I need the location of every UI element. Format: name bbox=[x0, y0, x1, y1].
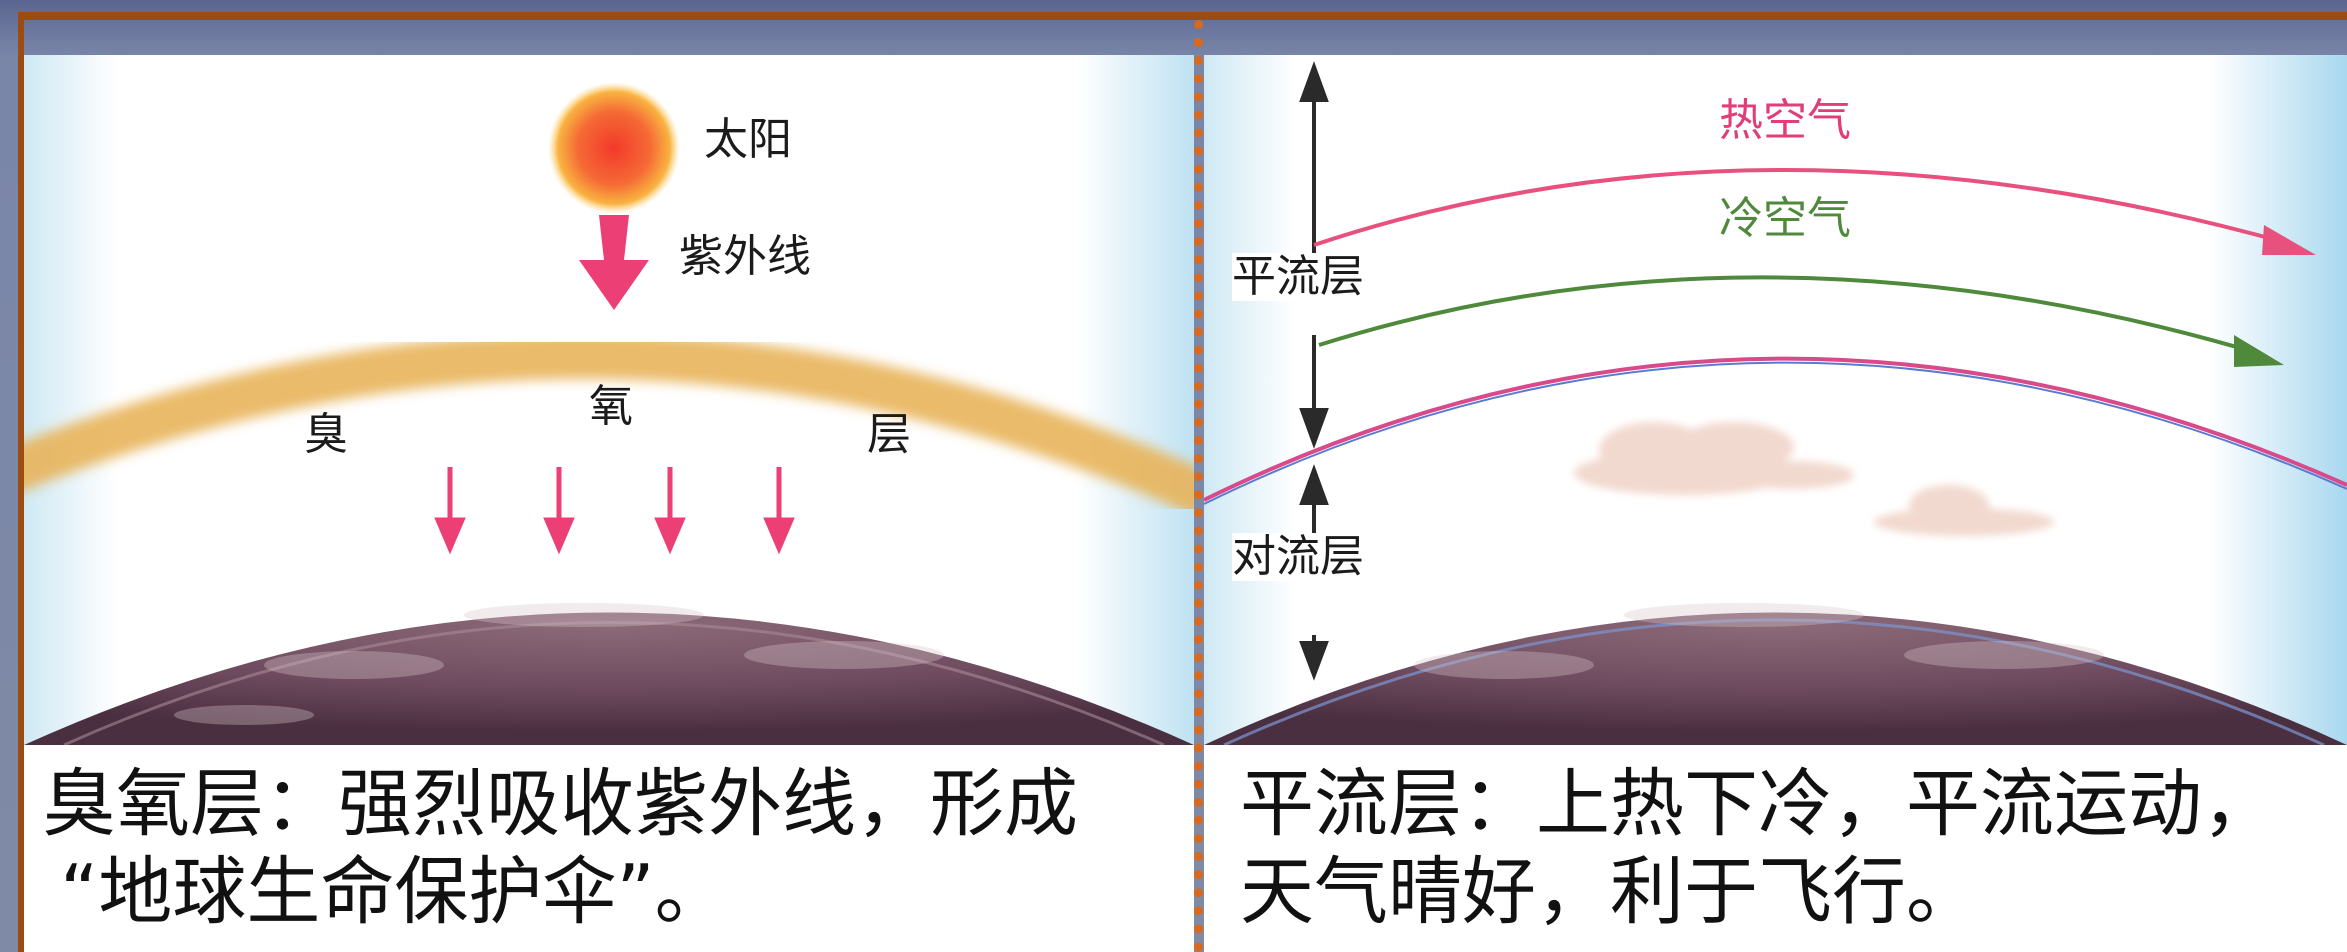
earth-surface bbox=[1204, 612, 2347, 745]
small-cloud-icon bbox=[1874, 485, 2054, 536]
stratosphere-illustration bbox=[1204, 55, 2347, 745]
ozone-label-char1: 臭 bbox=[304, 409, 348, 460]
down-arrow-icon bbox=[1299, 408, 1329, 449]
stratosphere-caption-line1: 平流层：上热下冷，平流运动， bbox=[1240, 761, 2276, 847]
ozone-layer-illustration bbox=[24, 55, 1194, 745]
sun-icon bbox=[548, 82, 680, 214]
tropopause-line bbox=[1204, 356, 2347, 502]
frame-top-border bbox=[18, 12, 2347, 20]
panel-divider bbox=[1194, 20, 1203, 952]
cold-air-arrow bbox=[1318, 275, 2265, 357]
sun-label: 太阳 bbox=[704, 114, 792, 165]
stratosphere-label: 平流层 bbox=[1232, 251, 1364, 302]
stratosphere-panel: 热空气 冷空气 平流层 对流层 bbox=[1204, 55, 2347, 745]
uv-arrow-icon bbox=[579, 215, 649, 310]
ozone-label-char3: 层 bbox=[867, 409, 911, 460]
cold-air-arrow-head-icon bbox=[2234, 335, 2284, 367]
ozone-caption: 臭氧层：强烈吸收紫外线，形成 “地球生命保护伞”。 bbox=[24, 745, 1194, 952]
hot-air-arrow-head-icon bbox=[2262, 225, 2316, 255]
absorbed-uv-arrows bbox=[434, 467, 795, 555]
stratosphere-caption-line2: 天气晴好，利于飞行。 bbox=[1240, 849, 1980, 935]
ozone-band bbox=[24, 332, 1194, 516]
hot-air-arrow bbox=[1313, 168, 2295, 247]
earth-clouds bbox=[1414, 603, 2104, 679]
uv-label: 紫外线 bbox=[679, 231, 811, 282]
up-arrow-icon bbox=[1299, 61, 1329, 102]
frame-left-border bbox=[18, 12, 24, 952]
earth-surface bbox=[24, 612, 1194, 745]
small-arrow-head-icon bbox=[763, 517, 795, 555]
cold-air-label: 冷空气 bbox=[1719, 193, 1851, 244]
ozone-label-char2: 氧 bbox=[589, 381, 633, 432]
earth-edge bbox=[63, 621, 1165, 745]
small-arrow-head-icon bbox=[543, 517, 575, 555]
up-arrow-icon bbox=[1299, 464, 1329, 505]
small-arrow-head-icon bbox=[434, 517, 466, 555]
cloud-icon bbox=[1574, 422, 1854, 495]
layer-height-arrows bbox=[1299, 61, 1329, 681]
ozone-layer-panel: 太阳 紫外线 臭 氧 层 bbox=[24, 55, 1194, 745]
down-arrow-icon bbox=[1299, 641, 1329, 681]
earth-clouds bbox=[174, 603, 944, 725]
small-arrow-head-icon bbox=[654, 517, 686, 555]
hot-air-label: 热空气 bbox=[1719, 95, 1851, 146]
tropopause-line-shadow bbox=[1204, 361, 2347, 505]
earth-edge bbox=[1223, 618, 2325, 745]
ozone-caption-line2: “地球生命保护伞”。 bbox=[60, 849, 729, 935]
troposphere-label: 对流层 bbox=[1232, 531, 1364, 582]
ozone-caption-line1: 臭氧层：强烈吸收紫外线，形成 bbox=[42, 761, 1078, 847]
stratosphere-caption: 平流层：上热下冷，平流运动， 天气晴好，利于飞行。 bbox=[1204, 745, 2347, 952]
